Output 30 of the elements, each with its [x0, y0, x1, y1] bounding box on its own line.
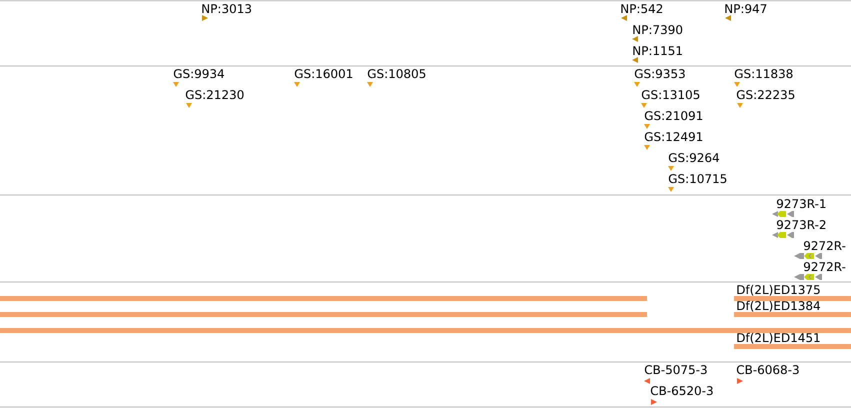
feature-label: NP:542 — [621, 4, 662, 14]
feature-label: Df(2L)ED1451 — [737, 332, 820, 344]
feature-label: GS:10715 — [668, 174, 726, 184]
feature-label: GS:12491 — [644, 132, 702, 142]
feature-label: NP:1151 — [633, 46, 682, 56]
feature-label: GS:16001 — [294, 69, 352, 78]
feature-label: GS:22235 — [736, 90, 794, 100]
feature-label: 9272R- — [804, 262, 846, 272]
horizontal-bar — [0, 296, 647, 301]
feature-label: 9273R-2 — [776, 220, 826, 230]
feature-label: NP:947 — [725, 4, 766, 14]
horizontal-bar — [0, 328, 851, 333]
feature-label: NP:3013 — [202, 4, 252, 14]
feature-label: GS:9264 — [668, 153, 720, 162]
feature-label: 9273R-1 — [776, 199, 826, 208]
feature-label: CB-6068-3 — [736, 365, 799, 374]
feature-label: Df(2L)ED1384 — [737, 300, 820, 312]
feature-label: GS:10805 — [368, 69, 426, 78]
feature-label: CB-6520-3 — [650, 386, 713, 396]
feature-label: 9272R- — [804, 241, 846, 250]
feature-label: GS:13105 — [642, 90, 700, 100]
feature-label: CB-5075-3 — [644, 365, 707, 374]
feature-label: Df(2L)ED1375 — [737, 284, 820, 296]
horizontal-bar — [0, 312, 647, 317]
feature-label: GS:9934 — [174, 69, 224, 78]
feature-label: GS:21091 — [644, 111, 702, 120]
feature-label: GS:21230 — [186, 90, 244, 100]
feature-label: GS:11838 — [734, 69, 792, 78]
feature-label: GS:9353 — [634, 69, 685, 78]
feature-label: NP:7390 — [633, 25, 682, 34]
